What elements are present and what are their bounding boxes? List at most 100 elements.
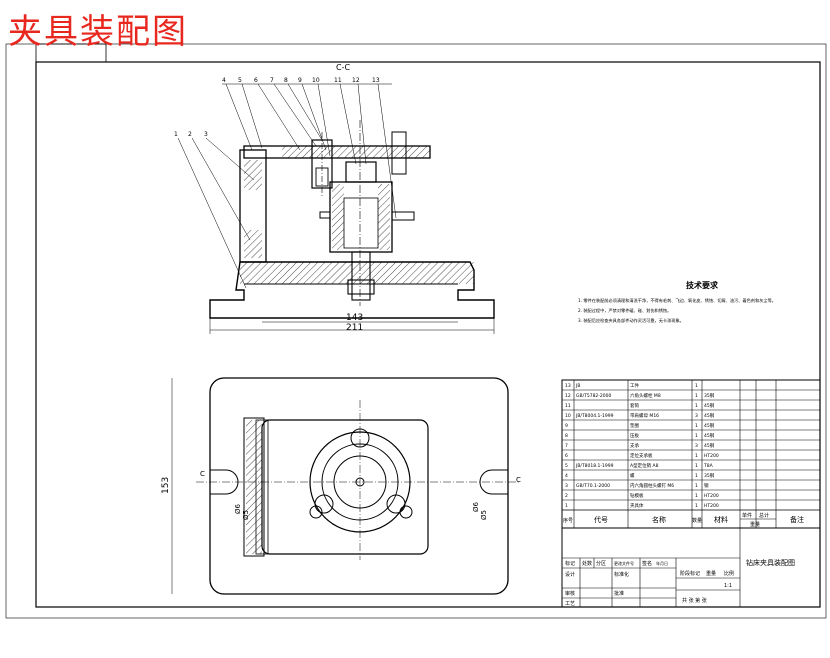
bom-cell-code: GB/T70.1-2000 [576,483,610,489]
plan-strip [243,417,265,557]
plan-view: 153 C C Ø6 Ø5 Ø6 Ø5 [161,377,521,595]
bom-cell-no: 12 [565,393,571,399]
bom-cell-no: 1 [565,503,568,509]
bom-cell-name: 套筒 [630,402,639,409]
bom-h-remark: 备注 [790,515,804,524]
plan-base [209,377,509,595]
callout-3: 3 [204,131,208,138]
bom-cell-mat: 45钢 [704,402,715,409]
callout-numbers: 1 2 3 4 5 6 7 8 9 10 11 12 13 [174,77,380,138]
callout-1: 1 [174,131,178,138]
locating-pin [315,167,329,187]
bom-cell-mat: 35钢 [704,472,715,479]
dim-153: 153 [161,477,171,494]
left-column-hatch [244,160,262,190]
bom-cell-mat: HT200 [704,453,719,459]
bom-cell-name: 工件 [630,382,639,389]
title-block-text: 标记 处数 分区 更改文件号 签名 年月日 设计 标准化 审核 工艺 批准 阶段… [565,558,795,607]
bom-cell-no: 7 [565,443,568,449]
tb-stage: 阶段标记 [680,570,700,577]
bom-cell-qty: 1 [695,473,698,479]
bom-cell-name: 六角头螺栓 M8 [630,392,661,399]
tech-requirements: 技术要求 1. 零件在装配前必须清理和清洗干净，不得有毛刺、飞边、氧化皮、锈蚀、… [578,280,776,324]
tb-standard: 标准化 [614,571,629,578]
bom-cell-name: 带肩螺母 M16 [630,412,659,419]
bom-h-qty: 数量 [692,517,702,524]
drill-plate-hatch [282,146,430,158]
bom-cell-code: GB/T5782-2000 [576,393,612,399]
callout-10: 10 [312,77,320,84]
bom-h-code: 代号 [594,515,608,524]
bom-cell-name: 螺 [630,472,635,479]
bom-cell-qty: 1 [695,453,698,459]
bom-h-no: 序号 [563,517,573,524]
lower-nut [347,279,375,295]
bom-cell-mat: T8A [703,463,714,469]
right-clamp [391,211,415,221]
plan-strip-2 [255,419,269,555]
tb-scale: 比例 [724,570,734,577]
bom-h-name: 名称 [652,515,666,524]
bom-cell-no: 11 [565,403,571,409]
dim-211: 211 [346,323,363,333]
title-block [561,527,821,608]
bom-h-mat: 材料 [714,515,728,524]
sleeve-hatch-l [332,184,344,250]
corner-label-box [35,43,107,63]
leader-lines [177,83,397,289]
callout-6: 6 [254,77,258,84]
tb-scale-val: 1:1 [724,583,732,589]
section-mark-left: C [200,470,205,478]
bom-cell-qty: 3 [695,413,698,419]
tb-label-0: 标记 [565,560,575,567]
bom-cell-mat: 35钢 [704,392,715,399]
plan-screw-r [399,505,413,519]
tb-approve: 批准 [614,590,624,597]
tb-design: 设计 [565,571,575,578]
bom-cell-no: 9 [565,423,568,429]
support-left [319,211,331,219]
bom-cell-qty: 1 [695,463,698,469]
dim-143: 143 [346,313,363,323]
tb-label-1: 处数 [582,560,592,567]
bom-cell-no: 5 [565,463,568,469]
bom-cell-qty: 3 [695,443,698,449]
bom-cell-name: 钻模板 [630,492,644,499]
bom-cell-mat: HT200 [704,503,719,509]
bom-cell-qty: 1 [695,423,698,429]
bom-cell-name: 定位支承板 [630,452,653,459]
base-hatch [240,262,474,284]
outer-border [5,43,827,619]
callout-4: 4 [222,77,226,84]
tech-note-2: 2. 装配过程中，严禁对零件磕、碰、划伤和锈蚀。 [578,307,671,314]
tb-label-4: 签名 [642,560,652,567]
bom-cell-qty: 1 [695,403,698,409]
callout-8: 8 [284,77,288,84]
right-bracket [391,131,407,175]
section-view: C-C 143 211 [209,63,495,334]
tb-weight: 重量 [706,570,716,577]
callout-13: 13 [372,77,380,84]
bom-table [561,379,821,529]
lower-bolt [351,251,371,301]
callout-12: 12 [352,77,360,84]
bom-h-unit: 单件 [742,512,752,519]
bom-cell-mat: 45钢 [704,412,715,419]
tech-title: 技术要求 [686,280,719,290]
bom-cell-name: 内六角圆柱头螺钉 M6 [630,482,674,489]
bom-cell-mat: 45钢 [704,432,715,439]
tb-drawing-name: 钻床夹具装配图 [746,558,795,567]
section-mark-right: C [516,476,521,484]
nut-top [345,161,377,183]
bom-cell-code: JB/T8018.1-1999 [575,463,614,469]
left-column [239,149,267,263]
callout-2: 2 [188,131,192,138]
bom-cell-no: 6 [565,453,568,459]
bom-cell-name: 支承 [630,442,639,449]
bom-cell-mat: 钢 [704,482,709,489]
sleeve-inner [343,197,379,249]
bom-cell-qty: 1 [695,383,698,389]
